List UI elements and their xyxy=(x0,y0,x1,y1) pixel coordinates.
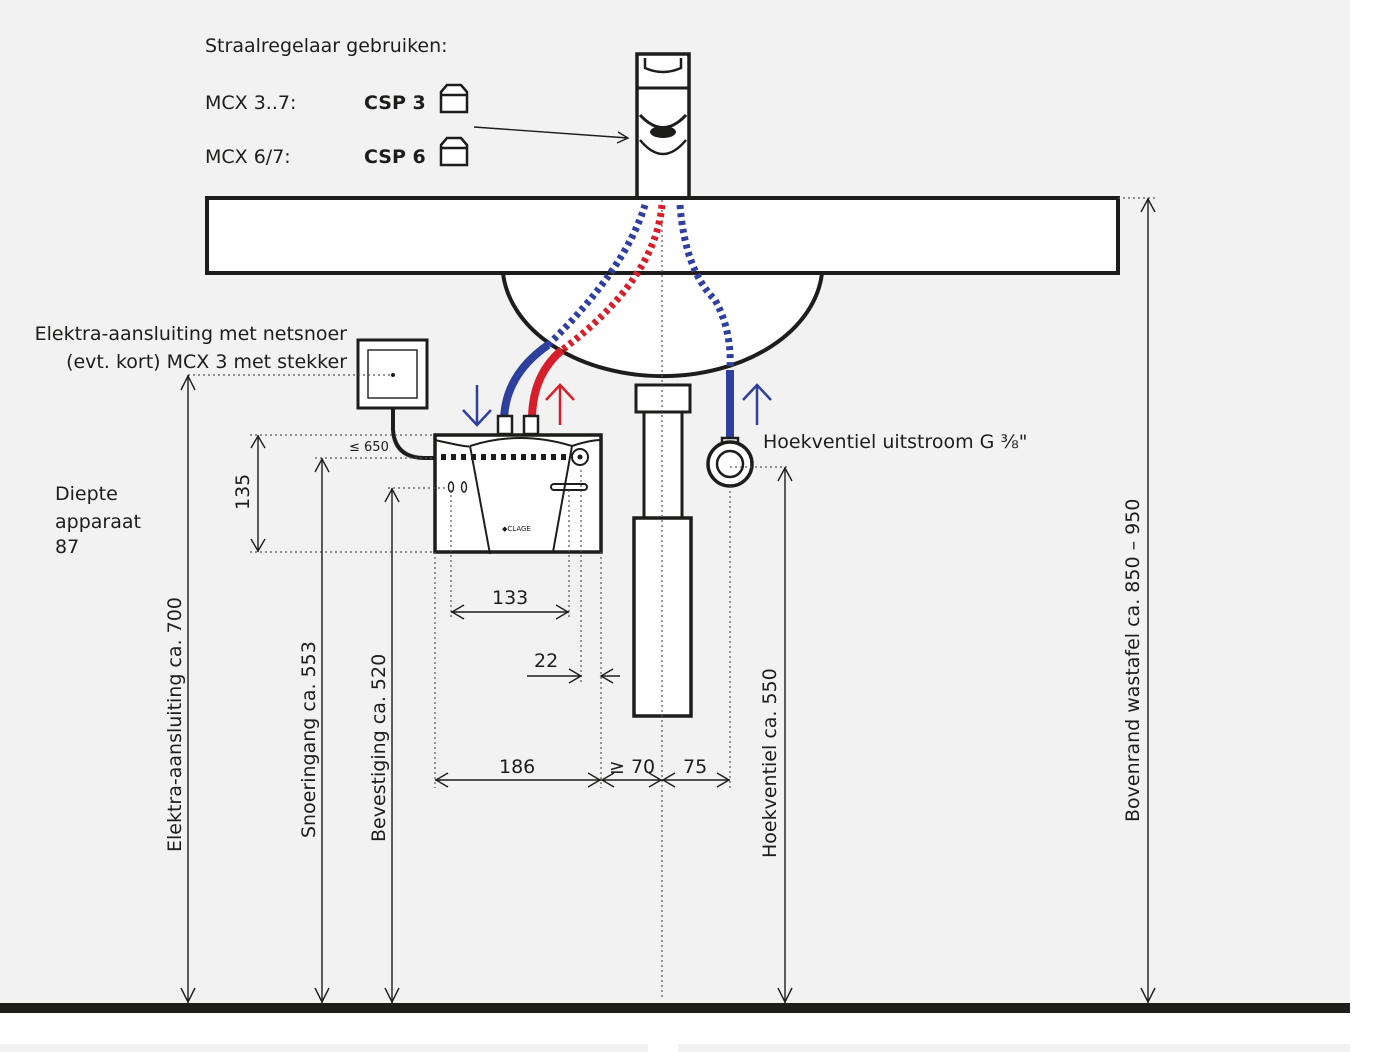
depth-label-line2: apparaat xyxy=(55,511,141,533)
power-socket xyxy=(356,338,429,410)
faucet xyxy=(635,52,691,200)
angle-valve xyxy=(706,436,754,488)
angle-valve-label: Hoekventiel uitstroom G ⅜" xyxy=(763,431,1028,453)
cold-inflow-arrow xyxy=(462,385,492,427)
electric-label-line2: (evt. kort) MCX 3 met stekker xyxy=(66,351,347,373)
footer-strip-left xyxy=(0,1044,648,1052)
dim-min-70: ≥ 70 xyxy=(609,756,655,778)
reference-lines xyxy=(188,197,1155,788)
hose-cold-right xyxy=(676,204,734,440)
aerator-icon xyxy=(439,136,469,167)
dim-height-135: 135 xyxy=(232,474,254,510)
aerator-part-1: CSP 3 xyxy=(364,92,426,114)
depth-label-line3: 87 xyxy=(55,536,79,558)
dim-angle-valve-height: Hoekventiel ca. 550 xyxy=(759,668,781,858)
electric-label-line1: Elektra-aansluiting met netsnoer xyxy=(35,323,348,345)
aerator-heading: Straalregelaar gebruiken: xyxy=(205,35,448,57)
pointer-arrow xyxy=(473,126,630,144)
dimension-lines xyxy=(180,197,1156,1004)
dim-max-650: ≤ 650 xyxy=(349,440,389,455)
hot-outflow-arrow xyxy=(545,383,575,425)
hose-cold-left xyxy=(500,203,649,421)
dim-width-186: 186 xyxy=(499,756,535,778)
device-logo: ◆CLAGE xyxy=(502,525,531,533)
dim-cord-entry: Snoeringang ca. 553 xyxy=(298,641,320,838)
hose-hot xyxy=(528,204,666,421)
power-cord xyxy=(391,408,435,460)
dim-electric-height: Elektra-aansluiting ca. 700 xyxy=(164,597,186,852)
dim-basin-top: Bovenrand wastafel ca. 850 – 950 xyxy=(1122,499,1144,822)
aerator-icon xyxy=(439,83,469,114)
dim-dist-75: 75 xyxy=(683,756,707,778)
aerator-model-2: MCX 6/7: xyxy=(205,146,291,168)
aerator-model-1: MCX 3..7: xyxy=(205,92,296,114)
footer-strip-right xyxy=(678,1044,1350,1052)
depth-label-line1: Diepte xyxy=(55,483,118,505)
dim-mounting: Bevestiging ca. 520 xyxy=(368,654,390,842)
aerator-part-2: CSP 6 xyxy=(364,146,426,168)
dim-width-133: 133 xyxy=(492,587,528,609)
valve-outflow-arrow xyxy=(742,383,772,425)
floor-line xyxy=(0,1003,1350,1013)
water-heater: ◆CLAGE xyxy=(433,414,603,555)
dim-offset-22: 22 xyxy=(534,650,558,672)
